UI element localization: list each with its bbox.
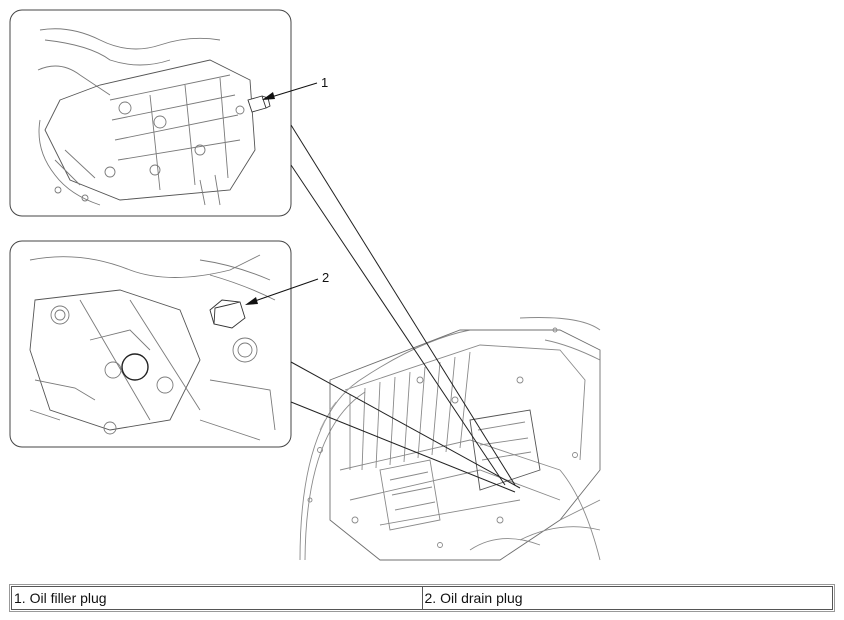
transmission-housing-illustration (29, 254, 276, 441)
leader-arrow-2 (245, 278, 319, 305)
zoom-connector-lines (290, 124, 521, 493)
legend-table: 1. Oil filler plug 2. Oil drain plug (9, 584, 835, 612)
callout-number-1: 1 (321, 75, 328, 90)
transmission-housing-illustration (37, 28, 271, 206)
service-diagram: 1 2 (9, 9, 601, 561)
leader-arrow-1 (262, 82, 318, 100)
vehicle-underbody-illustration (299, 317, 601, 561)
inset-frame-drain-plug (9, 240, 292, 448)
legend-item-oil-drain-plug: 2. Oil drain plug (421, 587, 833, 609)
callout-number-2: 2 (322, 270, 329, 285)
legend-item-oil-filler-plug: 1. Oil filler plug (14, 590, 107, 606)
